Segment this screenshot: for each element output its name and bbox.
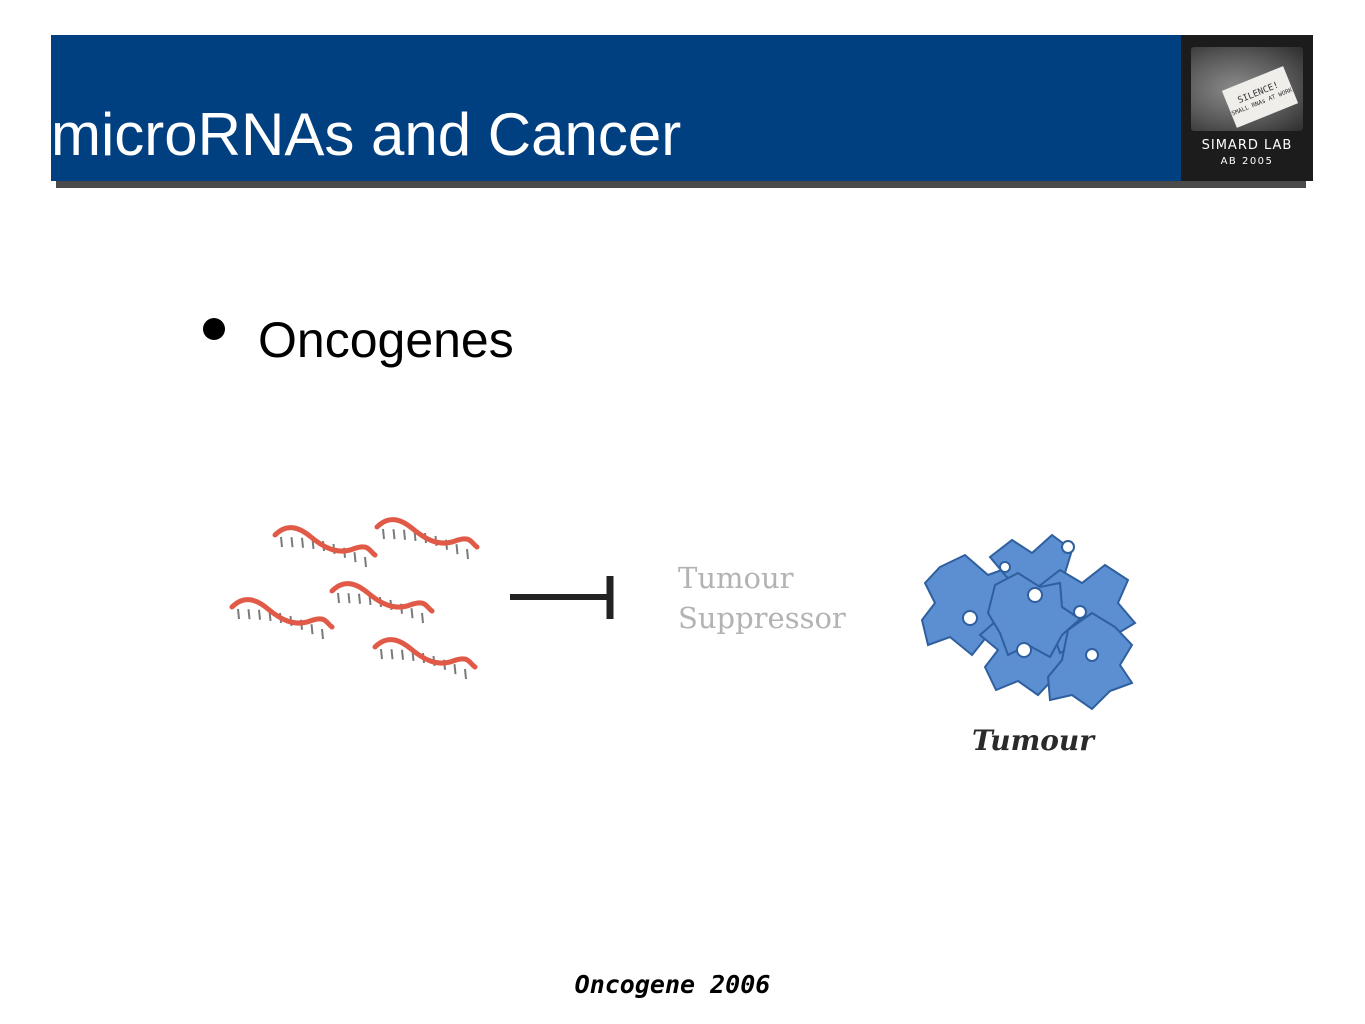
mirna-base (347, 593, 351, 604)
tumour-suppressor-label: Tumour Suppressor (678, 561, 846, 635)
mirna-backbone (374, 517, 480, 550)
mirna-base (392, 529, 396, 540)
mirna-backbone (272, 525, 378, 558)
mirna-base (401, 649, 404, 660)
mirna-base (290, 537, 294, 548)
mirna-base (247, 609, 251, 620)
cell-nucleus (1016, 642, 1032, 658)
tumour-cell-cluster (920, 533, 1137, 711)
mirna-base (258, 609, 261, 620)
mirna-base (337, 592, 340, 604)
mirna-backbone (229, 597, 335, 630)
mirna-base (455, 544, 459, 555)
tumour-label: Tumour (972, 724, 1095, 757)
logo-lab-subtitle: AB 2005 (1220, 156, 1274, 167)
cell-nucleus (1073, 605, 1087, 619)
mirna-strand (374, 517, 480, 560)
cell-nucleus (1085, 648, 1099, 662)
bullet-oncogenes: Oncogenes (258, 312, 514, 368)
mirna-backbone (329, 581, 435, 614)
diagram-graphics (229, 517, 1137, 711)
slide-title: microRNAs and Cancer (51, 101, 682, 168)
tumour-cell (986, 571, 1082, 659)
mirna-base (321, 628, 324, 640)
title-bar (51, 35, 1313, 181)
mirna-base (353, 552, 357, 563)
mirna-cluster (229, 517, 480, 680)
mirna-strand (272, 525, 378, 568)
lab-logo: SILENCE! SMALL RNAs AT WORK SIMARD LAB A… (1181, 35, 1313, 181)
mirna-base (364, 556, 367, 568)
mirna-base (464, 668, 467, 680)
mirna-base (310, 624, 314, 635)
cell-nucleus (962, 610, 978, 626)
mirna-base (410, 608, 414, 619)
mirna-base (390, 649, 394, 660)
logo-note: SILENCE! SMALL RNAs AT WORK (1221, 66, 1299, 128)
citation: Oncogene 2006 (574, 970, 771, 999)
mirna-strand (229, 597, 335, 640)
mirna-base (453, 664, 457, 675)
cell-nucleus (1061, 540, 1075, 554)
mirna-base (403, 529, 406, 540)
mirna-base (382, 528, 385, 540)
mirna-backbone (372, 637, 478, 670)
inhibition-symbol (510, 576, 614, 619)
bullet-marker (203, 318, 225, 340)
mirna-base (380, 648, 383, 660)
logo-photo: SILENCE! SMALL RNAs AT WORK (1191, 47, 1303, 131)
mirna-base (301, 537, 304, 548)
mirna-strand (329, 581, 435, 624)
mirna-base (466, 548, 469, 560)
cell-nucleus (999, 561, 1011, 573)
mirna-base (358, 593, 361, 604)
oncogene-diagram: Tumour Suppressor Tumour (220, 495, 1160, 775)
logo-lab-name: SIMARD LAB (1201, 138, 1293, 153)
cell-nucleus (1027, 587, 1043, 603)
mirna-base (421, 612, 424, 624)
mirna-strand (372, 637, 478, 680)
mirna-base (237, 608, 240, 620)
mirna-base (280, 536, 283, 548)
